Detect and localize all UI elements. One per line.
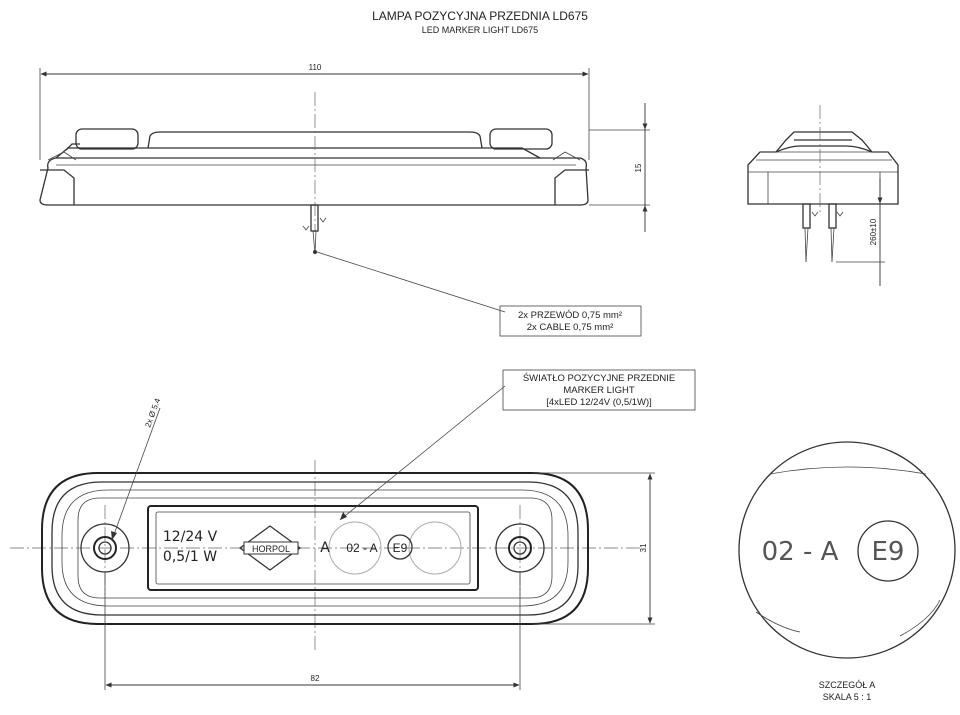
cable-stub xyxy=(310,204,319,232)
cable-length-dimension-label: 260±10 xyxy=(869,218,878,245)
height-dimension-label: 15 xyxy=(634,163,643,172)
cable-note-line2: 2x CABLE 0,75 mm² xyxy=(527,322,614,333)
light-note-line3: [4xLED 12/24V (0,5/1W)] xyxy=(546,397,652,408)
mounting-boss-left xyxy=(75,128,139,150)
led-circle-2 xyxy=(408,521,462,575)
cable-note-line1: 2x PRZEWÓD 0,75 mm² xyxy=(518,310,622,321)
cable-note: 2x PRZEWÓD 0,75 mm² 2x CABLE 0,75 mm² xyxy=(316,251,642,337)
voltage-marking: 12/24 V xyxy=(163,529,218,545)
detail-scale: SKALA 5 : 1 xyxy=(823,692,872,702)
width-dimension-label: 31 xyxy=(639,543,648,552)
end-view-outline xyxy=(747,131,899,205)
mounting-boss-right xyxy=(489,128,553,150)
brand-marking: HORPOL xyxy=(252,544,290,554)
approval-code-marking: 02 - A xyxy=(346,541,377,555)
detail-mark-circle xyxy=(857,520,919,582)
led-circle-1 xyxy=(328,521,382,575)
detail-approval-code: 02 - A xyxy=(762,537,839,567)
drawing-subtitle: LED MARKER LIGHT LD675 xyxy=(422,25,538,35)
approval-mark: E9 xyxy=(393,541,408,555)
detail-label: SZCZEGÓŁ A xyxy=(819,680,876,690)
top-view: 12/24 V 0,5/1 W HORPOL A 02 - A E9 2x Ø … xyxy=(10,397,655,690)
detail-ref-marking: A xyxy=(320,540,330,556)
end-view: 260±10 xyxy=(747,105,899,286)
light-note-line1: ŚWIATŁO POZYCYJNE PRZEDNIE xyxy=(523,372,675,384)
hole-dimension-label: 2x Ø 5.4 xyxy=(143,397,162,429)
horpol-logo: HORPOL xyxy=(238,525,302,571)
drawing-title: LAMPA POZYCYJNA PRZEDNIA LD675 xyxy=(372,9,588,23)
light-note-line2: MARKER LIGHT xyxy=(563,385,634,396)
hole-spacing-dimension-label: 82 xyxy=(311,674,320,683)
lamp-base-outline xyxy=(39,157,589,206)
side-view: 110 15 xyxy=(39,63,650,255)
approval-mark-circle xyxy=(387,534,413,560)
length-dimension-label: 110 xyxy=(309,63,322,72)
lens-window xyxy=(147,505,479,591)
detail-approval-mark: E9 xyxy=(872,537,905,567)
detail-a: 02 - A E9 SZCZEGÓŁ A SKALA 5 : 1 xyxy=(738,441,956,702)
detail-circle xyxy=(738,441,956,659)
power-marking: 0,5/1 W xyxy=(163,549,217,565)
light-note: ŚWIATŁO POZYCYJNE PRZEDNIE MARKER LIGHT … xyxy=(339,369,696,521)
